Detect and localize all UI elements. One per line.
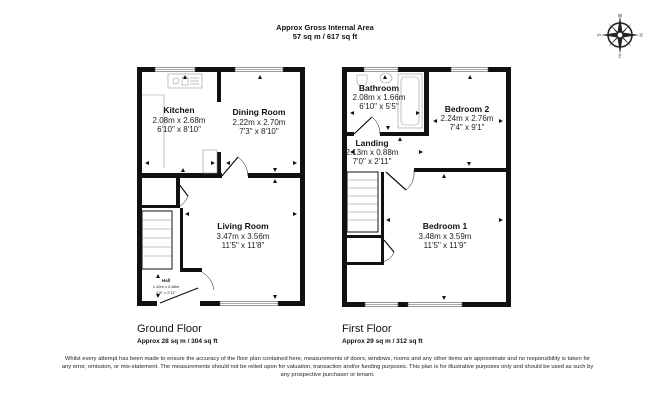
room-label-bedroom-2: Bedroom 2: [445, 104, 490, 114]
svg-text:7'4" x 9'1": 7'4" x 9'1": [450, 123, 485, 132]
svg-text:6'10" x 5'5": 6'10" x 5'5": [359, 102, 399, 111]
ground-floor-caption: Ground Floor Approx 28 sq m / 304 sq ft: [137, 323, 218, 345]
room-label-landing: Landing: [355, 138, 388, 148]
svg-text:7'3" x 8'10": 7'3" x 8'10": [239, 127, 279, 136]
svg-text:S: S: [597, 33, 602, 36]
svg-text:3.48m x 3.59m: 3.48m x 3.59m: [419, 232, 472, 241]
svg-text:7'0" x 2'11": 7'0" x 2'11": [353, 157, 392, 166]
room-label-living-room: Living Room: [217, 221, 269, 231]
svg-text:2.13m x 0.88m: 2.13m x 0.88m: [346, 148, 399, 157]
ground-floor-plan: Kitchen 2.08m x 2.68m 6'10" x 8'10" Dini…: [137, 67, 305, 306]
svg-text:E: E: [618, 54, 621, 59]
first-floor-label: First Floor: [342, 323, 392, 335]
svg-text:2.08m x 2.68m: 2.08m x 2.68m: [153, 116, 206, 125]
ground-floor-area: Approx 28 sq m / 304 sq ft: [137, 338, 218, 345]
svg-text:1.42m x 0.88m: 1.42m x 0.88m: [153, 284, 180, 289]
svg-text:2.22m x 2.70m: 2.22m x 2.70m: [233, 118, 286, 127]
svg-text:11'5" x 11'9": 11'5" x 11'9": [424, 241, 467, 250]
first-floor-plan: Bathroom 2.08m x 1.66m 6'10" x 5'5" Bedr…: [342, 67, 511, 307]
disclaimer-text: Whilst every attempt has been made to en…: [61, 356, 594, 379]
svg-text:2.08m x 1.66m: 2.08m x 1.66m: [353, 93, 406, 102]
room-label-dining-room: Dining Room: [233, 107, 286, 117]
room-label-bathroom: Bathroom: [359, 83, 400, 93]
svg-text:2.24m x 2.76m: 2.24m x 2.76m: [441, 114, 494, 123]
ground-floor-label: Ground Floor: [137, 323, 202, 335]
svg-text:11'5" x 11'8": 11'5" x 11'8": [222, 241, 265, 250]
room-label-bedroom-1: Bedroom 1: [423, 221, 468, 231]
gross-internal-area-heading: Approx Gross Internal Area 57 sq m / 617…: [0, 23, 650, 41]
area-value: 57 sq m / 617 sq ft: [292, 32, 358, 41]
window: [154, 67, 284, 306]
first-floor-area: Approx 29 sq m / 312 sq ft: [342, 338, 423, 345]
svg-text:N: N: [639, 33, 644, 36]
compass-rose-icon: W N E S: [597, 13, 644, 59]
room-label-hall: Hall: [162, 278, 170, 283]
svg-text:4'8" x 2'11": 4'8" x 2'11": [156, 290, 176, 295]
svg-text:6'10" x 8'10": 6'10" x 8'10": [157, 125, 201, 134]
area-title: Approx Gross Internal Area: [276, 23, 374, 32]
first-floor-caption: First Floor Approx 29 sq m / 312 sq ft: [342, 323, 423, 345]
svg-text:3.47m x 3.56m: 3.47m x 3.56m: [217, 232, 270, 241]
room-label-kitchen: Kitchen: [163, 105, 194, 115]
floor-plan-drawing: Kitchen 2.08m x 2.68m 6'10" x 8'10" Dini…: [137, 67, 511, 307]
svg-text:W: W: [617, 13, 622, 18]
